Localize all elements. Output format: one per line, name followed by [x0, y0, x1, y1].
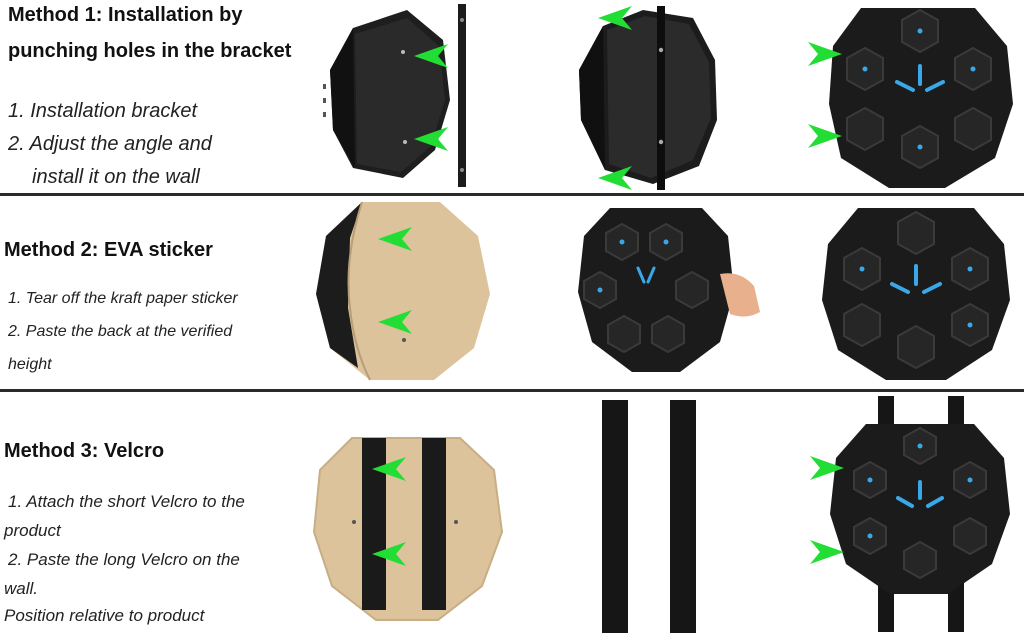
- green-arrow-icon: [414, 127, 448, 151]
- method-3-step-2-line-1: 2. Paste the long Velcro on the: [8, 550, 240, 569]
- green-arrow-icon: [378, 227, 412, 251]
- method-3-title: Method 3: Velcro: [4, 440, 165, 462]
- method-2-title: Method 2: EVA sticker: [4, 239, 213, 261]
- green-arrow-icon: [372, 457, 406, 481]
- method-3-step-1-line-2: product: [4, 521, 61, 540]
- device-back-with-velcro: [312, 437, 504, 621]
- method-1-step-2-line-1: 2. Adjust the angle and: [8, 133, 212, 155]
- green-arrow-icon: [378, 310, 412, 334]
- method-2-section: Method 2: EVA sticker 1. Tear off the kr…: [0, 196, 1024, 390]
- section-divider: [0, 389, 1024, 392]
- green-arrow-icon: [808, 42, 842, 66]
- method-3-step-3: Position relative to product: [4, 606, 205, 625]
- method-2-step-2-line-1: 2. Paste the back at the verified: [8, 323, 233, 340]
- device-front-view: [822, 208, 1010, 380]
- method-3-step-2-line-2: wall.: [4, 579, 39, 598]
- green-arrow-icon: [810, 456, 844, 480]
- device-mounted-on-velcro: [830, 396, 1010, 632]
- device-back-kraft-paper: [316, 201, 490, 381]
- green-arrow-icon: [598, 166, 632, 190]
- device-side-view-with-bracket: [323, 4, 466, 187]
- method-3-section: Method 3: Velcro 1. Attach the short Vel…: [0, 392, 1024, 633]
- device-front-view: [829, 8, 1013, 188]
- green-arrow-icon: [414, 44, 448, 68]
- long-velcro-strips: [602, 400, 696, 633]
- device-held-in-hand: [578, 208, 760, 372]
- green-arrow-icon: [372, 542, 406, 566]
- green-arrow-icon: [598, 6, 632, 30]
- method-2-step-1: 1. Tear off the kraft paper sticker: [8, 290, 238, 307]
- green-arrow-icon: [810, 540, 844, 564]
- method-1-section: Method 1: Installation by punching holes…: [0, 0, 1024, 193]
- method-1-step-1: 1. Installation bracket: [8, 100, 197, 122]
- device-angled-view-with-bracket: [579, 6, 717, 190]
- method-2-step-2-line-2: height: [8, 356, 52, 373]
- method-1-title-line-1: Method 1: Installation by: [8, 4, 243, 26]
- method-1-title-line-2: punching holes in the bracket: [8, 40, 292, 62]
- method-1-step-2-line-2: install it on the wall: [32, 166, 200, 188]
- section-divider: [0, 193, 1024, 196]
- green-arrow-icon: [808, 124, 842, 148]
- method-3-step-1-line-1: 1. Attach the short Velcro to the: [8, 492, 245, 511]
